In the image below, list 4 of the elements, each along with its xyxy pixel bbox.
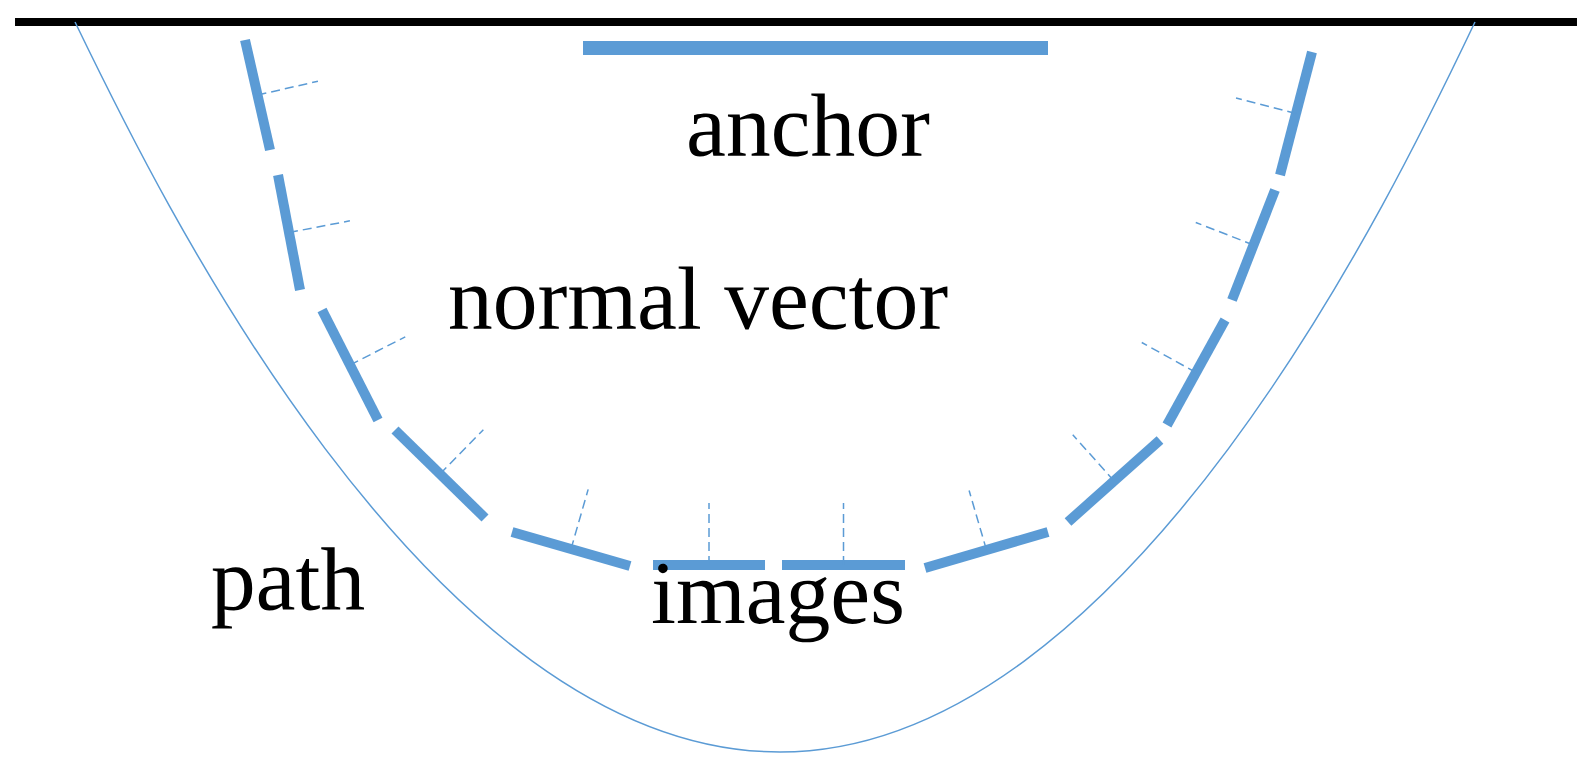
text-label: path [212, 547, 364, 629]
text-label: images [652, 563, 902, 643]
text-label: anchor [689, 93, 930, 157]
text-label: normal vector [450, 266, 948, 330]
